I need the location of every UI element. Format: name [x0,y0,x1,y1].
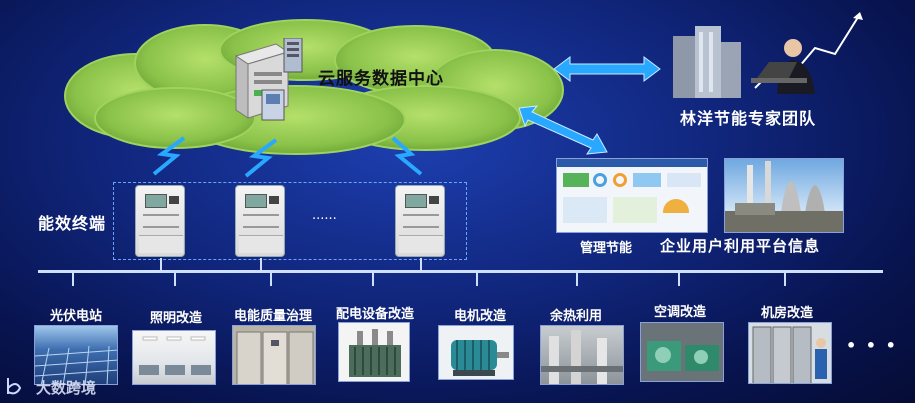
enterprise-platform-label: 企业用户利用平台信息 [660,237,821,255]
category-label: 光伏电站 [49,309,102,324]
server-icon [234,38,303,121]
power-quality-cabinet-image [232,325,316,385]
enterprise-factory-image [724,158,844,233]
terminal-group-box [113,182,467,260]
category-label: 配电设备改造 [335,307,414,322]
terminal-ellipsis: ...... [312,208,337,223]
solar-station-image [34,325,118,385]
lightning-icon [244,138,278,178]
energy-meter [235,185,285,257]
watermark-logo-icon [7,378,22,395]
management-label: 管理节能 [580,241,633,256]
waste-heat-image [540,325,624,385]
category-label: 电机改造 [453,309,506,324]
more-indicator: • • • [846,336,898,355]
lightning-icon [152,136,186,176]
cloud-title: 云服务数据中心 [318,69,444,89]
transformer-image [338,322,410,382]
double-arrow-icon [553,56,661,82]
category-label: 电能质量治理 [233,309,312,324]
lighting-office-image [132,330,216,385]
watermark: 大数跨境 [4,376,96,398]
energy-meter [135,185,185,257]
expert-team-label: 林洋节能专家团队 [680,109,817,128]
server-room-image [748,322,832,384]
category-label: 余热利用 [549,309,602,324]
category-label: 照明改造 [149,311,202,326]
expert-team-image [665,8,880,103]
energy-meter [395,185,445,257]
bus-line [38,270,883,273]
watermark-text: 大数跨境 [36,378,97,397]
category-label: 机房改造 [760,306,813,321]
management-dashboard-image [556,158,708,233]
terminal-label: 能效终端 [38,214,107,233]
lightning-icon [391,136,423,176]
motor-image [438,325,514,380]
double-arrow-icon [518,105,608,155]
air-conditioning-image [640,322,724,382]
category-label: 空调改造 [653,305,706,320]
